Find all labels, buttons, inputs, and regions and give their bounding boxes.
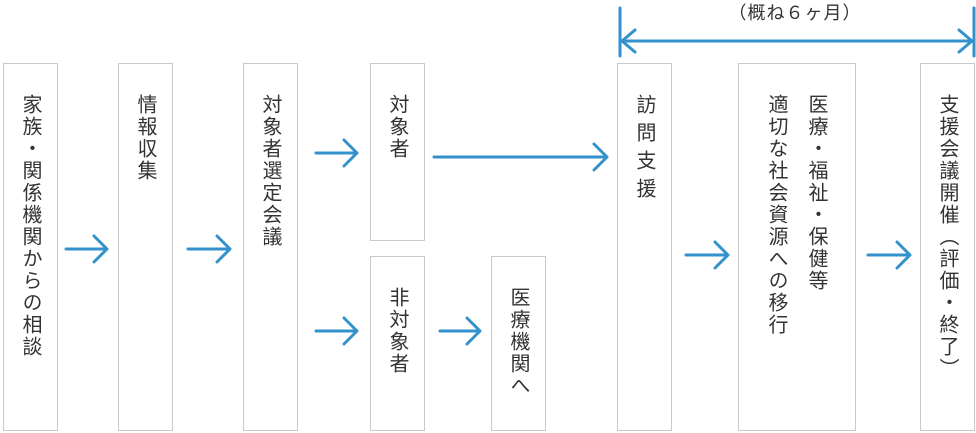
arrow-transition-to-meeting [866, 240, 912, 270]
target-box: 対象者 [370, 63, 425, 241]
consultation-box: 家族・関係機関からの相談 [3, 63, 58, 431]
resource-transition-box: 医療・福祉・保健等 適切な社会資源への移行 [738, 63, 856, 431]
medical-institution-label: 医療機関へ [507, 287, 531, 397]
arrow-visit-to-transition [684, 240, 730, 270]
info-gathering-box: 情報収集 [118, 63, 173, 431]
support-meeting-label: 支援会議開催（評価・終了） [936, 94, 960, 380]
period-double-arrow [620, 28, 974, 54]
resource-transition-line2: 適切な社会資源への移行 [765, 94, 789, 336]
arrow-selection-to-target [314, 138, 359, 168]
arrow-selection-to-non-target [314, 316, 359, 346]
selection-meeting-label: 対象者選定会議 [259, 94, 283, 248]
arrow-non-target-to-medical [438, 316, 482, 346]
home-visit-label: 訪問支援 [633, 94, 657, 206]
home-visit-box: 訪問支援 [617, 63, 672, 431]
consultation-label: 家族・関係機関からの相談 [19, 94, 43, 358]
support-meeting-box: 支援会議開催（評価・終了） [920, 63, 975, 431]
info-gathering-label: 情報収集 [134, 94, 158, 182]
resource-transition-line1: 医療・福祉・保健等 [805, 94, 829, 292]
period-label: （概ね６ヶ月） [728, 3, 862, 24]
arrow-info-to-selection [186, 234, 232, 264]
arrow-target-to-home-visit [432, 142, 609, 172]
non-target-label: 非対象者 [386, 287, 410, 375]
non-target-box: 非対象者 [370, 256, 425, 431]
medical-institution-box: 医療機関へ [491, 256, 546, 431]
arrow-consultation-to-info [64, 234, 109, 264]
target-label: 対象者 [386, 94, 410, 160]
selection-meeting-box: 対象者選定会議 [243, 63, 298, 431]
